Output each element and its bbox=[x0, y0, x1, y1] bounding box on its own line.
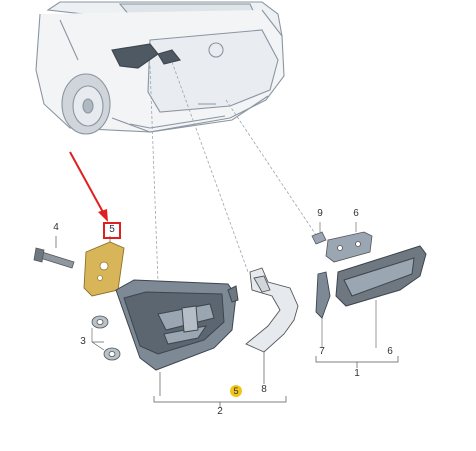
bracket-part bbox=[325, 222, 373, 263]
arrow-icon bbox=[69, 151, 108, 222]
group-brackets bbox=[92, 341, 399, 408]
clip-part bbox=[311, 222, 327, 245]
highlight-marker-box bbox=[103, 222, 121, 239]
outer-lamp-part bbox=[335, 245, 427, 348]
tail-lamp-part bbox=[115, 279, 239, 371]
nut-parts bbox=[91, 315, 121, 361]
callout-1: 1 bbox=[354, 368, 360, 379]
leader-lines bbox=[149, 61, 319, 283]
callout-8: 8 bbox=[261, 384, 267, 395]
callout-6-top: 6 bbox=[353, 208, 359, 219]
gasket-part bbox=[83, 236, 125, 297]
callout-6-bottom: 6 bbox=[387, 346, 393, 357]
callout-4: 4 bbox=[53, 222, 59, 233]
callout-5-bottom-badge: 5 bbox=[230, 385, 242, 397]
callout-7: 7 bbox=[319, 346, 325, 357]
callout-2: 2 bbox=[217, 406, 223, 417]
callout-3: 3 bbox=[80, 336, 86, 347]
screw-part bbox=[33, 236, 75, 269]
callout-9: 9 bbox=[317, 208, 323, 219]
car-rear-icon bbox=[35, 1, 285, 135]
strip-part bbox=[315, 271, 331, 348]
trim-panel-part bbox=[245, 267, 299, 353]
callout-5-top: 5 bbox=[109, 224, 115, 235]
